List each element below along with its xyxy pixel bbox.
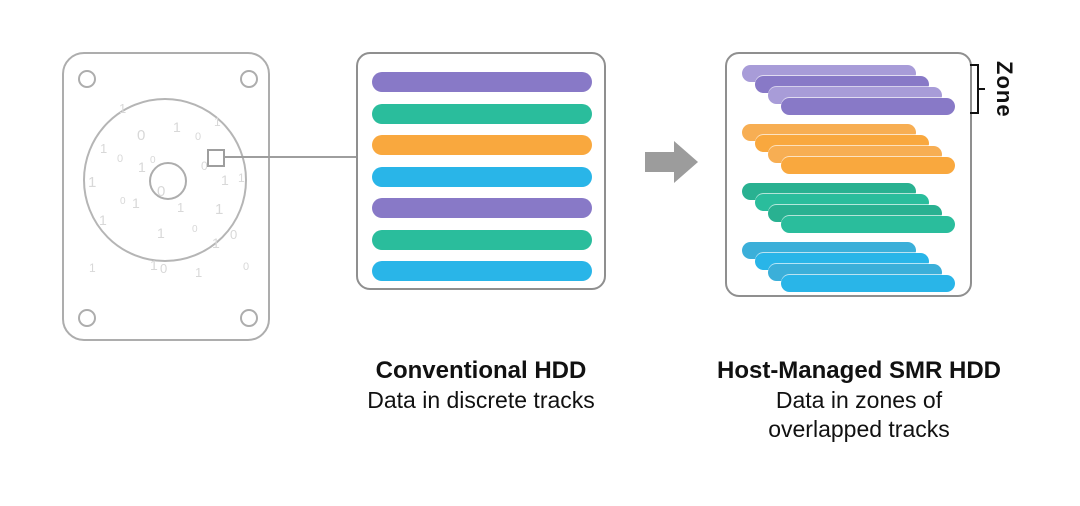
discrete-track-purple bbox=[372, 198, 592, 218]
zoom-connector-line bbox=[225, 156, 357, 158]
binary-digit: 0 bbox=[201, 159, 208, 173]
smr-caption: Host-Managed SMR HDD Data in zones of ov… bbox=[698, 356, 1020, 444]
binary-digit: 0 bbox=[243, 261, 250, 273]
binary-digit: 0 bbox=[120, 196, 126, 207]
transform-arrow-icon bbox=[645, 152, 674, 172]
screw-hole-icon bbox=[240, 309, 258, 327]
binary-digit: 0 bbox=[137, 127, 146, 144]
discrete-track-cyan bbox=[372, 166, 592, 187]
conventional-subtitle: Data in discrete tracks bbox=[367, 387, 595, 413]
disk-platter bbox=[83, 98, 247, 262]
screw-hole-icon bbox=[240, 70, 258, 88]
smr-subtitle-line1: Data in zones of bbox=[775, 387, 943, 413]
binary-digit: 0 bbox=[117, 153, 124, 165]
binary-digit: 0 bbox=[150, 155, 156, 166]
discrete-track-teal bbox=[372, 103, 592, 124]
screw-hole-icon bbox=[78, 309, 96, 327]
binary-digit: 1 bbox=[88, 174, 97, 191]
smr-title: Host-Managed SMR HDD bbox=[716, 357, 1001, 384]
overlapped-track-purple bbox=[781, 98, 955, 115]
overlapped-track-teal bbox=[781, 216, 955, 233]
screw-hole-icon bbox=[78, 70, 96, 88]
binary-digit: 1 bbox=[195, 265, 203, 280]
binary-digit: 0 bbox=[192, 224, 198, 235]
disk-spindle bbox=[149, 162, 187, 200]
binary-digit: 1 bbox=[212, 235, 220, 251]
binary-digit: 1 bbox=[221, 172, 229, 188]
zone-label: Zone bbox=[992, 61, 1017, 118]
binary-digit: 0 bbox=[230, 227, 238, 242]
binary-digit: 1 bbox=[215, 201, 224, 218]
conventional-caption: Conventional HDD Data in discrete tracks bbox=[331, 356, 631, 415]
binary-digit: 0 bbox=[195, 131, 202, 143]
binary-digit: 0 bbox=[160, 261, 168, 276]
binary-digit: 1 bbox=[89, 261, 96, 275]
binary-digit: 1 bbox=[177, 200, 185, 215]
binary-digit: 1 bbox=[100, 141, 108, 156]
overlapped-track-cyan bbox=[781, 275, 955, 292]
binary-digit: 1 bbox=[132, 195, 140, 211]
binary-digit: 1 bbox=[157, 225, 165, 241]
binary-digit: 1 bbox=[99, 212, 107, 228]
conventional-hdd-panel bbox=[356, 52, 606, 290]
binary-digit: 1 bbox=[214, 115, 221, 129]
discrete-track-cyan bbox=[372, 261, 592, 281]
binary-digit: 1 bbox=[150, 257, 158, 273]
overlapped-track-orange bbox=[781, 157, 955, 174]
binary-digit: 1 bbox=[238, 171, 245, 185]
discrete-track-orange bbox=[372, 135, 592, 155]
binary-digit: 0 bbox=[157, 183, 166, 200]
binary-digit: 1 bbox=[119, 101, 127, 116]
zone-bracket bbox=[970, 64, 985, 114]
binary-digit: 1 bbox=[138, 159, 146, 175]
discrete-track-teal bbox=[372, 229, 592, 250]
discrete-track-purple bbox=[372, 72, 592, 92]
binary-digit: 1 bbox=[173, 119, 181, 135]
conventional-title: Conventional HDD bbox=[375, 357, 587, 384]
smr-hdd-panel bbox=[725, 52, 972, 297]
zoom-region-marker bbox=[207, 149, 225, 167]
smr-subtitle-line2: overlapped tracks bbox=[768, 416, 950, 442]
transform-arrow-head-icon bbox=[674, 141, 698, 183]
